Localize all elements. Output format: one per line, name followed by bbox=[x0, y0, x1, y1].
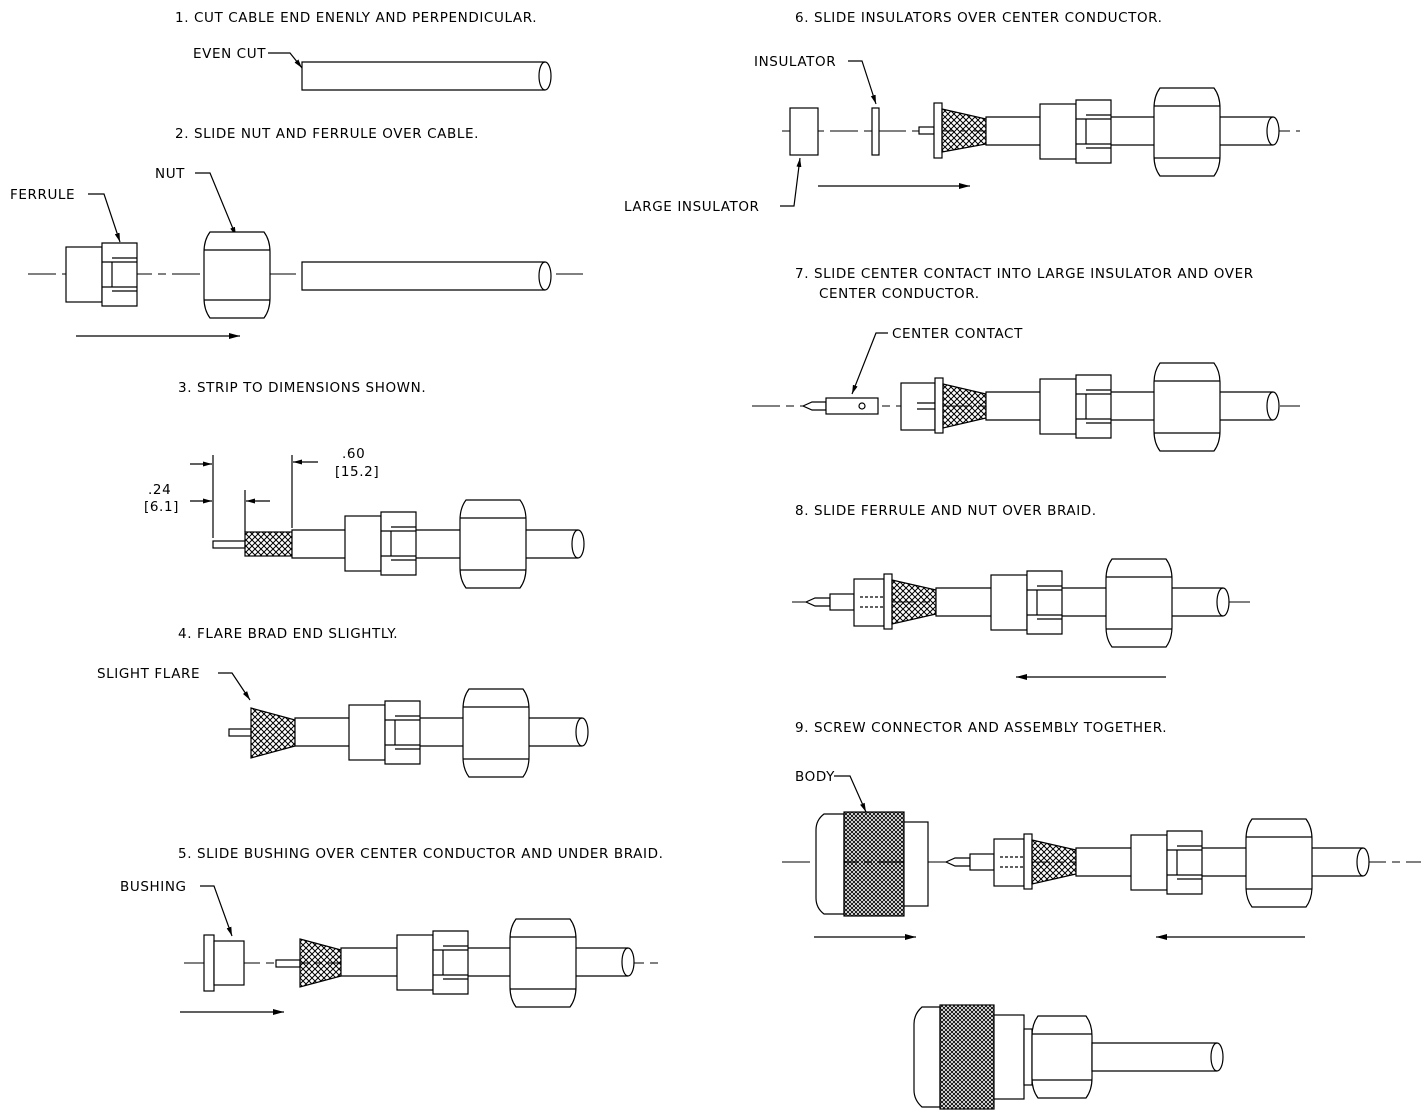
step-6-text: 6. SLIDE INSULATORS OVER CENTER CONDUCTO… bbox=[795, 10, 1163, 26]
callout-body: BODY bbox=[795, 769, 835, 785]
ferrule bbox=[1039, 99, 1112, 164]
step-8-text: 8. SLIDE FERRULE AND NUT OVER BRAID. bbox=[795, 503, 1097, 519]
step-2-text: 2. SLIDE NUT AND FERRULE OVER CABLE. bbox=[175, 126, 479, 142]
callout-center-contact: CENTER CONTACT bbox=[892, 326, 1023, 342]
step-1-text: 1. CUT CABLE END ENENLY AND PERPENDICULA… bbox=[175, 10, 537, 26]
leader-line bbox=[88, 193, 121, 243]
connector-body bbox=[815, 811, 929, 917]
ferrule bbox=[396, 930, 469, 995]
final-assembly bbox=[913, 1004, 1224, 1110]
nut bbox=[462, 688, 530, 778]
leader-line bbox=[780, 157, 802, 207]
ferrule bbox=[990, 570, 1063, 635]
ferrule bbox=[65, 242, 138, 307]
step-1: 1. CUT CABLE END ENENLY AND PERPENDICULA… bbox=[175, 10, 552, 91]
step-5: 5. SLIDE BUSHING OVER CENTER CONDUCTOR A… bbox=[120, 846, 664, 1015]
dimension-inch-2: .60 bbox=[342, 446, 365, 462]
callout-even-cut: EVEN CUT bbox=[193, 46, 266, 62]
callout-nut: NUT bbox=[155, 166, 185, 182]
ferrule bbox=[1130, 830, 1203, 895]
callout-slight-flare: SLIGHT FLARE bbox=[97, 666, 200, 682]
dimension-inch-1: .24 bbox=[148, 482, 171, 498]
nut bbox=[1153, 87, 1221, 177]
leader-line bbox=[268, 52, 303, 69]
step-5-text: 5. SLIDE BUSHING OVER CENTER CONDUCTOR A… bbox=[178, 846, 663, 862]
step-8: 8. SLIDE FERRULE AND NUT OVER BRAID. bbox=[792, 503, 1250, 680]
callout-insulator: INSULATOR bbox=[754, 54, 836, 70]
dimension-mm-1: [6.1] bbox=[144, 499, 179, 515]
leader-line bbox=[200, 885, 233, 937]
nut bbox=[1245, 818, 1313, 908]
nut bbox=[203, 231, 271, 319]
callout-ferrule: FERRULE bbox=[10, 187, 75, 203]
leader-line bbox=[848, 60, 877, 105]
step-2: 2. SLIDE NUT AND FERRULE OVER CABLE. FER… bbox=[10, 126, 583, 339]
insulator bbox=[871, 107, 880, 156]
nut bbox=[509, 918, 577, 1008]
dimension-mm-2: [15.2] bbox=[335, 464, 379, 480]
cable bbox=[301, 261, 552, 291]
nut bbox=[459, 499, 527, 589]
nut bbox=[1153, 362, 1221, 452]
leader-line bbox=[195, 172, 237, 237]
step-4-text: 4. FLARE BRAD END SLIGHTLY. bbox=[178, 626, 398, 642]
ferrule bbox=[344, 511, 417, 576]
step-3-text: 3. STRIP TO DIMENSIONS SHOWN. bbox=[178, 380, 426, 396]
step-7: 7. SLIDE CENTER CONTACT INTO LARGE INSUL… bbox=[752, 266, 1300, 452]
leader-line bbox=[834, 775, 867, 813]
step-7-text-line-2: CENTER CONDUCTOR. bbox=[819, 286, 980, 302]
step-6: 6. SLIDE INSULATORS OVER CENTER CONDUCTO… bbox=[624, 10, 1300, 215]
center-contact bbox=[801, 397, 879, 415]
nut bbox=[1105, 558, 1173, 648]
step-9-text: 9. SCREW CONNECTOR AND ASSEMBLY TOGETHER… bbox=[795, 720, 1167, 736]
step-4: 4. FLARE BRAD END SLIGHTLY. SLIGHT FLARE bbox=[97, 626, 589, 778]
callout-bushing: BUSHING bbox=[120, 879, 187, 895]
large-insulator bbox=[789, 107, 819, 156]
callout-large-insulator: LARGE INSULATOR bbox=[624, 199, 760, 215]
bushing bbox=[203, 934, 245, 992]
step-7-text: 7. SLIDE CENTER CONTACT INTO LARGE INSUL… bbox=[795, 266, 1254, 282]
leader-line bbox=[218, 672, 251, 701]
ferrule bbox=[348, 700, 421, 765]
step-9: 9. SCREW CONNECTOR AND ASSEMBLY TOGETHER… bbox=[782, 720, 1421, 1110]
ferrule bbox=[1039, 374, 1112, 439]
step-3: 3. STRIP TO DIMENSIONS SHOWN. .24 [6.1] … bbox=[144, 380, 585, 589]
dimension-lines bbox=[190, 455, 318, 538]
leader-line bbox=[851, 332, 888, 395]
cable bbox=[301, 61, 552, 91]
